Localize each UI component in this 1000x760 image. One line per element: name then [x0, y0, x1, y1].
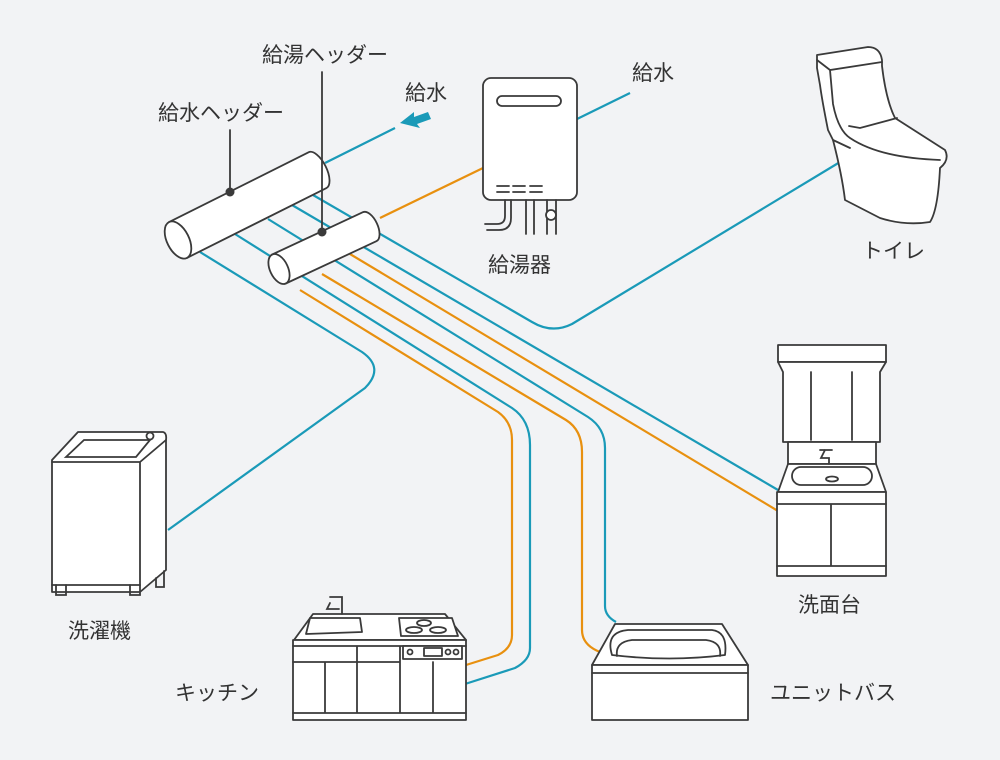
leader-dot-hot-header [317, 227, 327, 237]
pipe-hot-from-heater [379, 167, 484, 219]
pipe-cold-toilet [312, 161, 841, 330]
pipe-cold-unit-bath [267, 218, 617, 623]
unit-bath-illustration [591, 623, 749, 721]
pipe-hot-kitchen [299, 289, 514, 667]
washing-machine-illustration [51, 431, 168, 596]
arrow-down-left-icon [400, 112, 431, 128]
label-washing-machine: 洗濯機 [68, 619, 131, 643]
washbasin-illustration [776, 344, 887, 577]
pipes [167, 92, 841, 686]
label-toilet: トイレ [862, 239, 925, 263]
label-water-heater: 給湯器 [488, 253, 551, 277]
hot-water-header [267, 210, 381, 285]
label-kitchen: キッチン [175, 681, 259, 705]
toilet-illustration [816, 46, 948, 225]
cold-water-header [163, 150, 331, 260]
label-hot-water-header: 給湯ヘッダー [262, 43, 388, 67]
label-water-supply-inlet: 給水 [405, 81, 447, 105]
pipe-cold-washing-machine [167, 251, 376, 531]
label-water-supply-heater: 給水 [632, 61, 674, 85]
label-cold-water-header: 給水ヘッダー [158, 101, 284, 125]
label-washbasin: 洗面台 [798, 593, 861, 617]
pipe-cold-kitchen [234, 233, 532, 686]
pipe-cold-washbasin [291, 204, 779, 491]
pipe-cold-supply-inlet [324, 127, 396, 164]
leader-dot-cold-header [225, 187, 235, 197]
pipe-hot-unit-bath [321, 273, 601, 654]
water-heater-illustration [482, 77, 578, 235]
pipe-cold-supply-heater [574, 92, 631, 121]
label-unit-bath: ユニットバス [770, 681, 896, 705]
pipe-hot-washbasin [349, 253, 779, 512]
kitchen-illustration [292, 596, 467, 721]
